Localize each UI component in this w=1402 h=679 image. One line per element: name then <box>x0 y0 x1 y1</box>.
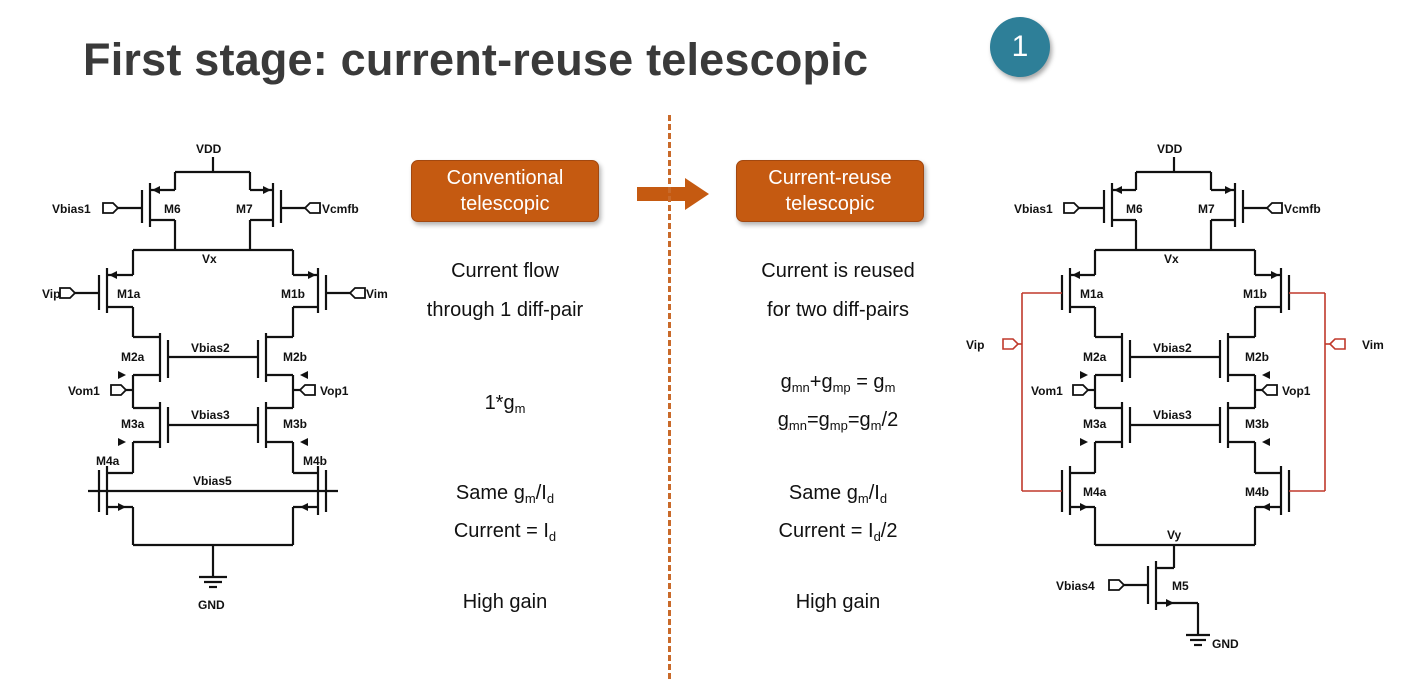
vcmfb-label-2: Vcmfb <box>1284 202 1321 216</box>
vy-label: Vy <box>1167 528 1182 542</box>
m2a-label-2: M2a <box>1083 350 1107 364</box>
m4b-label-2: M4b <box>1245 485 1269 499</box>
same-gm-id-right: Same gm/Id <box>788 482 888 506</box>
m2b-label: M2b <box>283 350 307 364</box>
current-reused-line2: for two diff-pairs <box>767 299 909 321</box>
gm-expression: 1*gm <box>484 392 526 416</box>
m6-label-2: M6 <box>1126 202 1143 216</box>
high-gain-left: High gain <box>462 591 548 613</box>
m1b-label-2: M1b <box>1243 287 1267 301</box>
m3a-label: M3a <box>121 417 145 431</box>
vom1-label-2: Vom1 <box>1031 384 1063 398</box>
vbias3-label: Vbias3 <box>191 408 230 422</box>
current-reuse-telescopic-box: Current-reuse telescopic <box>736 160 924 222</box>
m1a-label-2: M1a <box>1080 287 1104 301</box>
m4b-label: M4b <box>303 454 327 468</box>
m1b-label: M1b <box>281 287 305 301</box>
m7-label: M7 <box>236 202 253 216</box>
m1a-label: M1a <box>117 287 141 301</box>
vip-label-2: Vip <box>966 338 984 352</box>
vbias2-label-2: Vbias2 <box>1153 341 1192 355</box>
m2b-label-2: M2b <box>1245 350 1269 364</box>
current-reused-line1: Current is reused <box>761 260 915 282</box>
m5-label: M5 <box>1172 579 1189 593</box>
m4a-label: M4a <box>96 454 120 468</box>
vcmfb-label: Vcmfb <box>322 202 359 216</box>
vbias1-label-2: Vbias1 <box>1014 202 1053 216</box>
vop1-label-2: Vop1 <box>1282 384 1311 398</box>
current-id-half: Current = Id/2 <box>778 520 898 544</box>
conventional-telescopic-box: Conventional telescopic <box>411 160 599 222</box>
vbias5-label: Vbias5 <box>193 474 232 488</box>
current-flow-line2: through 1 diff-pair <box>426 299 584 321</box>
current-flow-line1: Current flow <box>451 260 559 282</box>
vim-label: Vim <box>366 287 388 301</box>
current-reuse-telescopic-schematic: VDD Vbias1 Vcmfb M6 M7 Vx Vip Vim M1a M1… <box>966 142 1384 651</box>
dashed-divider <box>668 115 671 679</box>
gnd-label: GND <box>198 598 225 612</box>
vop1-label: Vop1 <box>320 384 349 398</box>
vbias4-label: Vbias4 <box>1056 579 1095 593</box>
gm-sum-equation: gmn+gmp = gm <box>780 371 896 395</box>
conventional-telescopic-schematic: VDD Vbias1 Vcmfb M6 M7 Vx Vip Vim M1a M1… <box>42 142 388 612</box>
m3a-label-2: M3a <box>1083 417 1107 431</box>
m6-label: M6 <box>164 202 181 216</box>
vbias2-label: Vbias2 <box>191 341 230 355</box>
m3b-label-2: M3b <box>1245 417 1269 431</box>
gnd-label-2: GND <box>1212 637 1239 651</box>
current-id: Current = Id <box>453 520 557 544</box>
vx-label: Vx <box>202 252 217 266</box>
m4a-label-2: M4a <box>1083 485 1107 499</box>
high-gain-right: High gain <box>795 591 881 613</box>
vom1-label: Vom1 <box>68 384 100 398</box>
vdd-label: VDD <box>196 142 222 156</box>
m7-label-2: M7 <box>1198 202 1215 216</box>
vbias3-label-2: Vbias3 <box>1153 408 1192 422</box>
vx-label-2: Vx <box>1164 252 1179 266</box>
slide-title: First stage: current-reuse telescopic <box>83 34 869 85</box>
m3b-label: M3b <box>283 417 307 431</box>
gm-split-equation: gmn=gmp=gm/2 <box>777 409 899 433</box>
vbias1-label: Vbias1 <box>52 202 91 216</box>
vip-label: Vip <box>42 287 60 301</box>
same-gm-id: Same gm/Id <box>455 482 555 506</box>
vim-label-2: Vim <box>1362 338 1384 352</box>
arrow-right-icon <box>637 178 709 210</box>
m2a-label: M2a <box>121 350 145 364</box>
slide-number-badge: 1 <box>990 17 1050 77</box>
vdd-label-2: VDD <box>1157 142 1183 156</box>
